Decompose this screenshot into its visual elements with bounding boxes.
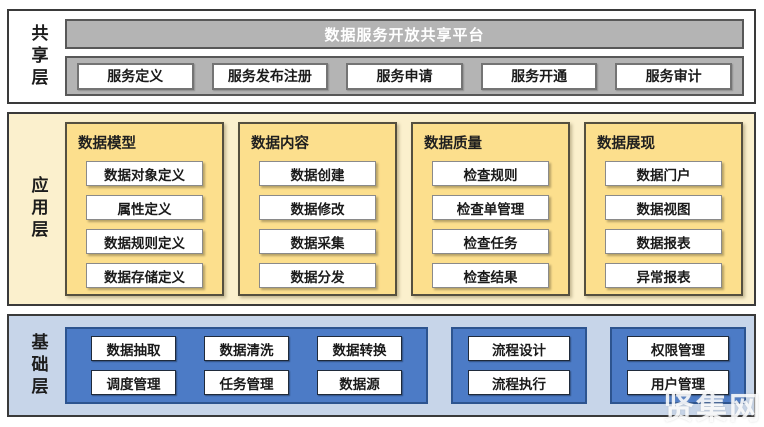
exception-report-box: 异常报表	[605, 263, 722, 288]
architecture-diagram: 共享层 数据服务开放共享平台 服务定义 服务发布注册 服务申请 服务开通 服务审…	[7, 9, 756, 417]
data-content-column-title: 数据内容	[251, 136, 309, 152]
task-management-box: 任务管理	[204, 370, 290, 395]
data-source-box: 数据源	[317, 370, 403, 395]
data-presentation-column: 数据展现 数据门户 数据视图 数据报表 异常报表	[584, 122, 743, 296]
shared-layer-label: 共享层	[9, 11, 65, 102]
service-band: 服务定义 服务发布注册 服务申请 服务开通 服务审计	[65, 56, 744, 96]
data-create-box: 数据创建	[259, 161, 376, 186]
data-model-column-title: 数据模型	[78, 136, 136, 152]
process-group: 流程设计 流程执行	[451, 327, 588, 404]
foundation-layer-label-text: 基础层	[27, 332, 48, 399]
checklist-management-box: 检查单管理	[432, 195, 549, 220]
data-model-column: 数据模型 数据对象定义 属性定义 数据规则定义 数据存储定义	[65, 122, 224, 296]
shared-layer: 共享层 数据服务开放共享平台 服务定义 服务发布注册 服务申请 服务开通 服务审…	[7, 9, 756, 104]
service-audit-box: 服务审计	[615, 62, 732, 90]
foundation-groups: 数据抽取 数据清洗 数据转换 调度管理 任务管理 数据源 流程设计 流程执行 权…	[65, 316, 754, 415]
process-execution-box: 流程执行	[468, 370, 571, 395]
data-quality-column-title: 数据质量	[424, 136, 482, 152]
service-activation-box: 服务开通	[480, 62, 598, 90]
service-apply-box: 服务申请	[346, 62, 463, 90]
data-content-column: 数据内容 数据创建 数据修改 数据采集 数据分发	[238, 122, 397, 296]
data-cleaning-box: 数据清洗	[204, 336, 290, 361]
data-transformation-box: 数据转换	[317, 336, 403, 361]
scheduling-management-box: 调度管理	[91, 370, 177, 395]
data-storage-definition-box: 数据存储定义	[86, 263, 203, 288]
etl-group: 数据抽取 数据清洗 数据转换 调度管理 任务管理 数据源	[65, 327, 429, 404]
data-presentation-column-title: 数据展现	[597, 136, 655, 152]
user-management-box: 用户管理	[627, 370, 730, 395]
check-task-box: 检查任务	[432, 229, 549, 254]
platform-title: 数据服务开放共享平台	[324, 25, 485, 44]
data-object-definition-box: 数据对象定义	[86, 161, 203, 186]
foundation-layer-label: 基础层	[9, 316, 65, 415]
application-layer: 应用层 数据模型 数据对象定义 属性定义 数据规则定义 数据存储定义 数据内容 …	[7, 112, 756, 306]
permission-management-box: 权限管理	[627, 336, 730, 361]
service-definition-box: 服务定义	[77, 62, 194, 90]
data-extraction-box: 数据抽取	[91, 336, 177, 361]
data-quality-column: 数据质量 检查规则 检查单管理 检查任务 检查结果	[411, 122, 570, 296]
check-rule-box: 检查规则	[432, 161, 549, 186]
attribute-definition-box: 属性定义	[86, 195, 203, 220]
data-distribute-box: 数据分发	[259, 263, 376, 288]
application-layer-label-text: 应用层	[27, 176, 48, 242]
data-view-box: 数据视图	[605, 195, 722, 220]
shared-layer-body: 数据服务开放共享平台 服务定义 服务发布注册 服务申请 服务开通 服务审计	[65, 11, 754, 102]
data-collect-box: 数据采集	[259, 229, 376, 254]
check-result-box: 检查结果	[432, 263, 549, 288]
service-publish-register-box: 服务发布注册	[211, 62, 329, 90]
process-design-box: 流程设计	[468, 336, 571, 361]
platform-title-bar: 数据服务开放共享平台	[65, 19, 744, 49]
data-report-box: 数据报表	[605, 229, 722, 254]
application-layer-label: 应用层	[9, 114, 65, 304]
shared-layer-label-text: 共享层	[27, 23, 48, 90]
foundation-layer: 基础层 数据抽取 数据清洗 数据转换 调度管理 任务管理 数据源 流程设计 流程…	[7, 314, 756, 417]
data-rule-definition-box: 数据规则定义	[86, 229, 203, 254]
data-portal-box: 数据门户	[605, 161, 722, 186]
admin-group: 权限管理 用户管理	[610, 327, 747, 404]
data-modify-box: 数据修改	[259, 195, 376, 220]
application-columns: 数据模型 数据对象定义 属性定义 数据规则定义 数据存储定义 数据内容 数据创建…	[65, 114, 754, 304]
